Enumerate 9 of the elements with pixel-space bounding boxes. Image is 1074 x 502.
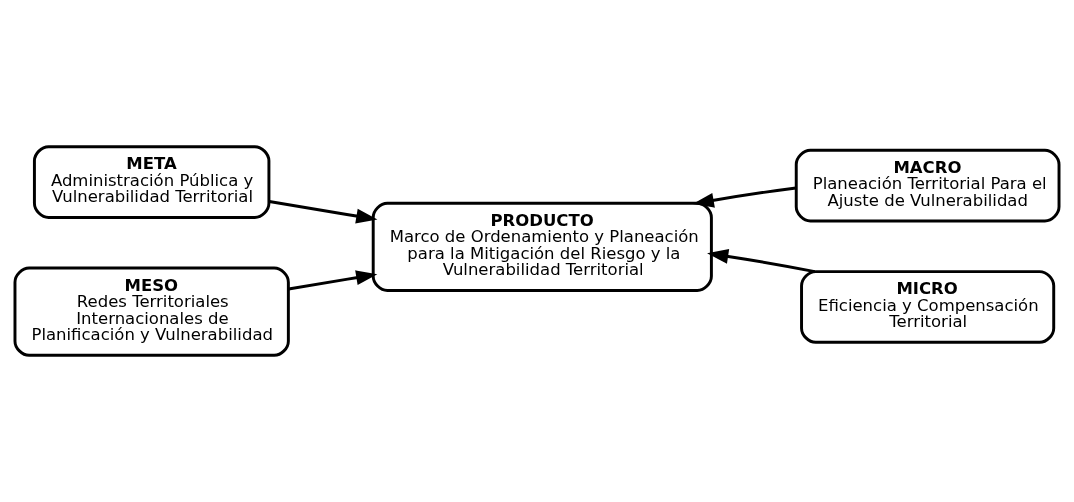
node-box: META Administración Pública y Vulnerabilidad Territorial — [32, 145, 271, 219]
arrow — [288, 270, 378, 291]
node-box: PRODUCTO Marco de Ordenamiento y Planeación para la Mitigación del Riesgo y la Vulnerabilidad Territorial — [371, 201, 713, 292]
arrow — [692, 186, 797, 208]
node-box: MESO Redes Territoriales Internacionales de Planificación y Vulnerabilidad — [13, 266, 290, 357]
node-box: MICRO Eficiencia y Compensación Territorial — [800, 270, 1056, 344]
arrow — [269, 200, 378, 224]
node-box: MACRO Planeación Territorial Para el Ajuste de Vulnerabilidad — [794, 148, 1061, 223]
arrow — [707, 249, 816, 274]
